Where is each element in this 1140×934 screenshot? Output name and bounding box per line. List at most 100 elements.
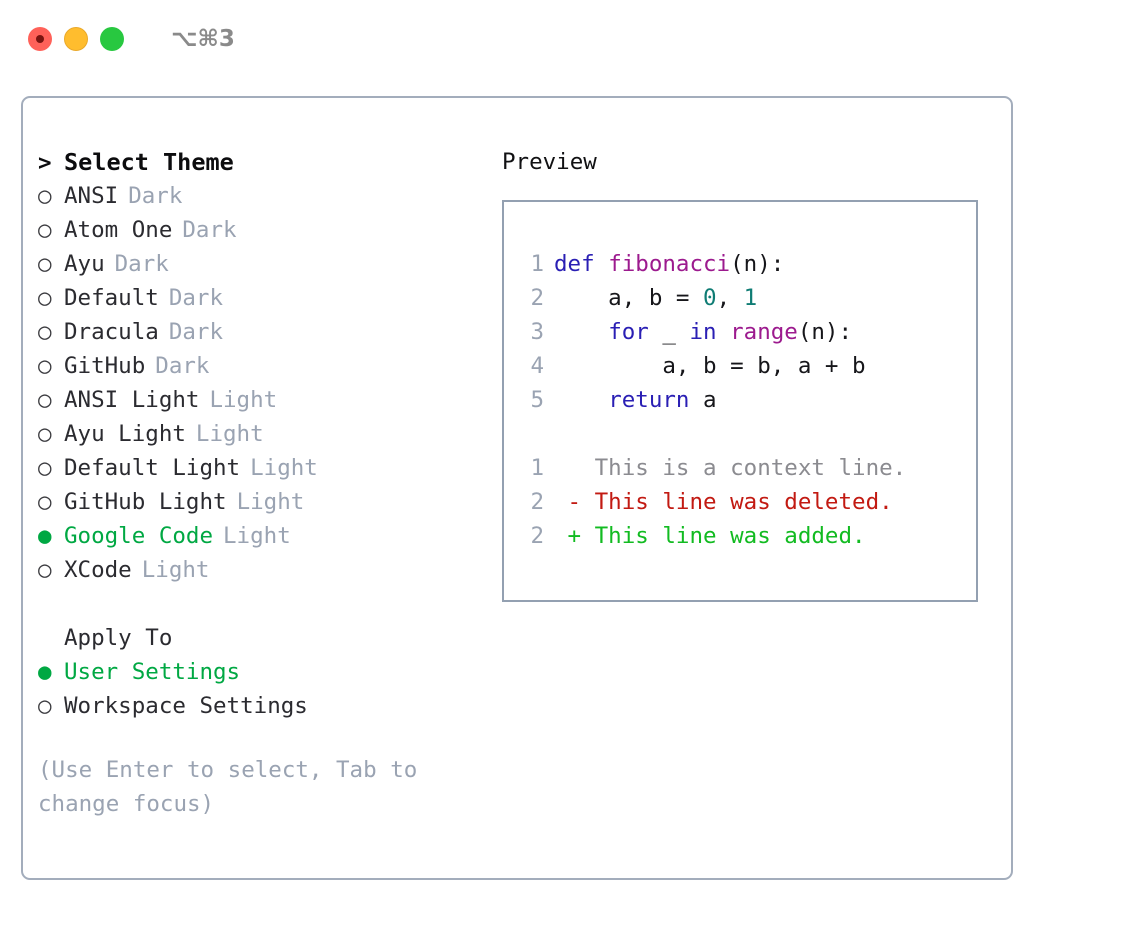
theme-name-label: Ayu Light	[64, 421, 186, 447]
code-line: 4 a, b = b, a + b	[522, 349, 970, 383]
diff-sign	[554, 455, 595, 481]
theme-variant-badge: Dark	[128, 183, 183, 209]
radio-unselected-icon[interactable]: ○	[38, 251, 52, 277]
theme-name-label: ANSI	[64, 183, 119, 209]
diff-line: 2 + This line was added.	[522, 519, 970, 553]
code-line: 3 for _ in range(n):	[522, 315, 970, 349]
theme-name-label: GitHub	[64, 353, 146, 379]
apply-to-title-label: Apply To	[64, 625, 173, 651]
theme-variant-badge: Dark	[182, 217, 237, 243]
title-bar: ⌥⌘3	[0, 0, 1140, 78]
maximize-window-button[interactable]	[100, 27, 124, 51]
radio-unselected-icon[interactable]: ○	[38, 557, 52, 583]
preview-header-label: Preview	[502, 149, 597, 175]
line-number: 1	[530, 251, 544, 277]
radio-selected-icon[interactable]: ●	[38, 659, 52, 685]
keyboard-hint-text: (Use Enter to select, Tab to change focu…	[38, 757, 418, 817]
apply-to-title: Apply To	[38, 621, 478, 655]
line-number: 5	[530, 387, 544, 413]
radio-unselected-icon[interactable]: ○	[38, 319, 52, 345]
minimize-window-button[interactable]	[64, 27, 88, 51]
radio-unselected-icon[interactable]: ○	[38, 217, 52, 243]
radio-selected-icon[interactable]: ●	[38, 523, 52, 549]
code-token-plain: a, b =	[554, 285, 704, 311]
code-token-plain: a	[689, 387, 717, 413]
theme-variant-badge: Dark	[114, 251, 169, 277]
theme-name-label: Dracula	[64, 319, 159, 345]
theme-variant-badge: Light	[209, 387, 278, 413]
theme-variant-badge: Light	[236, 489, 305, 515]
diff-line: 1 This is a context line.	[522, 451, 970, 485]
theme-list-item[interactable]: ● Google Code Light	[38, 519, 478, 553]
list-spacer	[38, 587, 478, 621]
code-token-kw: in	[689, 319, 717, 345]
diff-text: This is a context line.	[594, 455, 907, 481]
theme-variant-badge: Light	[195, 421, 264, 447]
theme-list-item[interactable]: ○ ANSI Dark	[38, 179, 478, 213]
code-token-num: 0	[703, 285, 717, 311]
select-theme-header: >Select Theme	[38, 145, 478, 179]
diff-sign: -	[554, 489, 595, 515]
apply-to-label: Workspace Settings	[64, 693, 308, 719]
radio-unselected-icon[interactable]: ○	[38, 353, 52, 379]
theme-list-item[interactable]: ○ GitHub Light Light	[38, 485, 478, 519]
code-token-num: 1	[743, 285, 758, 311]
theme-name-label: GitHub Light	[64, 489, 227, 515]
diff-line: 2 - This line was deleted.	[522, 485, 970, 519]
radio-unselected-icon[interactable]: ○	[38, 183, 52, 209]
line-number: 4	[530, 353, 544, 379]
close-window-button[interactable]	[28, 27, 52, 51]
apply-to-list: ●User Settings ○ Workspace Settings	[38, 655, 478, 723]
theme-variant-badge: Dark	[168, 285, 224, 311]
diff-text: This line was deleted.	[594, 489, 893, 515]
code-line: 1 def fibonacci(n):	[522, 247, 970, 281]
radio-unselected-icon[interactable]: ○	[38, 387, 52, 413]
prompt-caret-icon: >	[38, 150, 52, 176]
theme-name-label: Google Code	[64, 523, 214, 549]
code-line: 2 a, b = 0, 1	[522, 281, 970, 315]
radio-unselected-icon[interactable]: ○	[38, 285, 52, 311]
code-token-plain: (n):	[730, 251, 785, 277]
code-token-plain: _	[648, 319, 690, 345]
theme-variant-badge: Light	[223, 523, 291, 549]
line-number: 2	[530, 285, 544, 311]
code-token-plain	[717, 319, 731, 345]
radio-unselected-icon[interactable]: ○	[38, 489, 52, 515]
radio-unselected-icon[interactable]: ○	[38, 455, 52, 481]
diff-sign: +	[554, 523, 595, 549]
theme-list-item[interactable]: ○ Ayu Light Light	[38, 417, 478, 451]
apply-to-list-item[interactable]: ●User Settings	[38, 655, 478, 689]
code-token-plain: a, b = b, a + b	[554, 353, 866, 379]
apply-to-list-item[interactable]: ○ Workspace Settings	[38, 689, 478, 723]
code-token-fn: range	[730, 319, 798, 345]
apply-to-title-indent	[38, 621, 64, 655]
code-token-plain: (n):	[797, 319, 853, 345]
diff-sample-lines: 1 This is a context line.2 - This line w…	[522, 451, 970, 553]
line-number: 3	[530, 319, 544, 345]
keyboard-shortcut-label: ⌥⌘3	[171, 26, 235, 52]
radio-unselected-icon[interactable]: ○	[38, 421, 52, 447]
code-token-kw: def	[554, 251, 609, 277]
theme-variant-badge: Light	[250, 455, 318, 481]
code-token-kw: return	[608, 387, 690, 413]
line-number: 2	[530, 523, 544, 549]
code-line: 5 return a	[522, 383, 970, 417]
code-token-fn: fibonacci	[608, 251, 731, 277]
diff-text: This line was added.	[594, 523, 866, 549]
radio-unselected-icon[interactable]: ○	[38, 693, 52, 719]
